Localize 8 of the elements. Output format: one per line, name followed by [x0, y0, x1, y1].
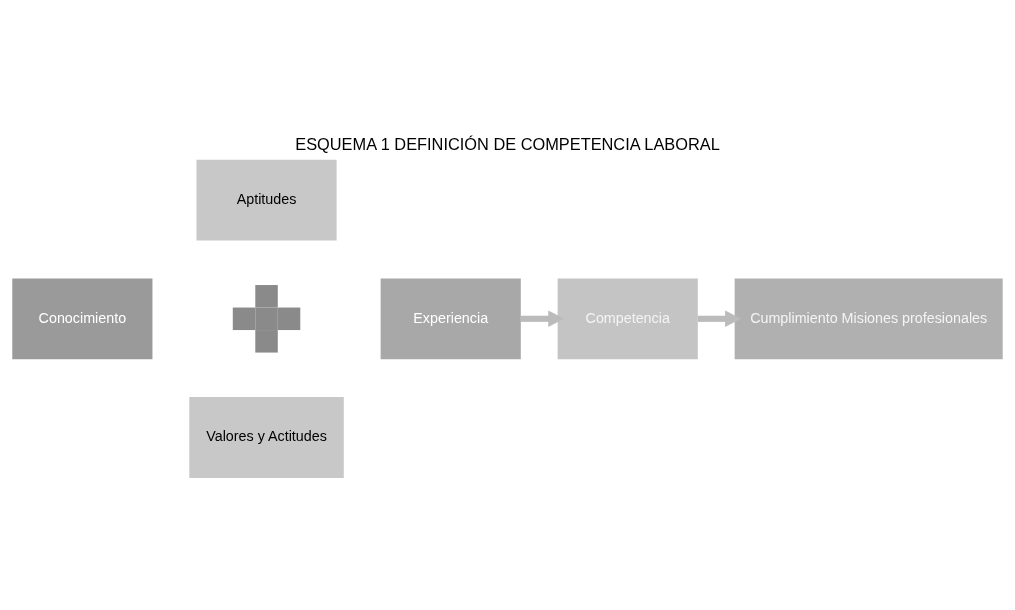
- node-box: Aptitudes: [196, 159, 337, 241]
- node-box: Cumplimiento Misiones profesionales: [734, 277, 1003, 359]
- arrow: [697, 310, 741, 327]
- node-box: Conocimiento: [12, 277, 153, 359]
- node-box: Experiencia: [380, 277, 521, 359]
- diagram-title: ESQUEMA 1 DEFINICIÓN DE COMPETENCIA LABORAL: [295, 134, 720, 153]
- node-box: Valores y Actitudes: [189, 396, 344, 478]
- arrow: [520, 310, 565, 327]
